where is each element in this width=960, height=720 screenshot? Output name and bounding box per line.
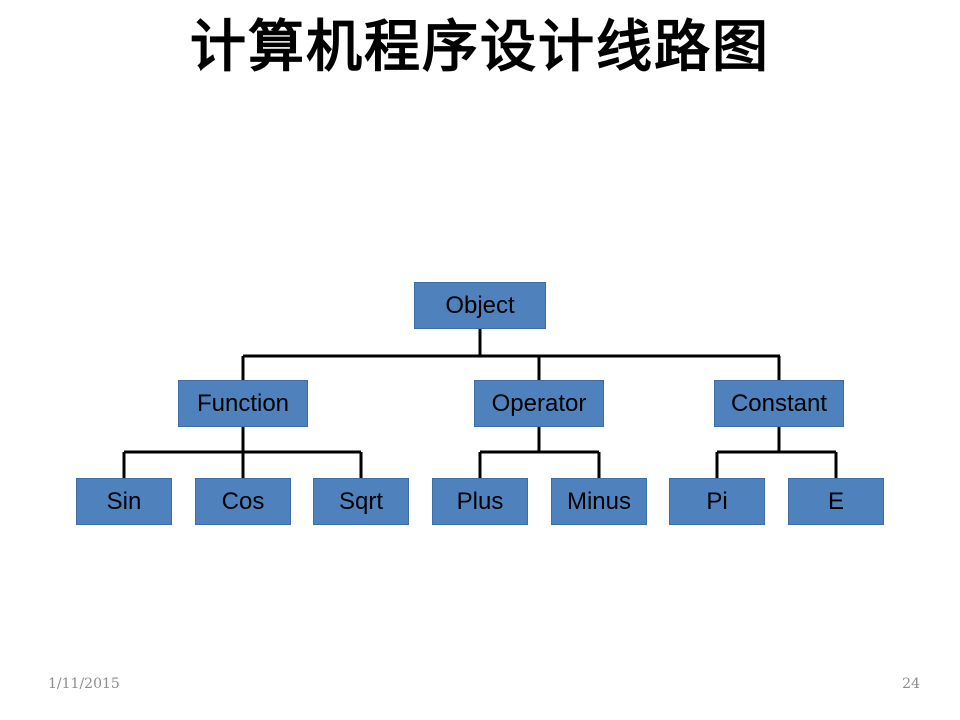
node-sqrt[interactable]: Sqrt [313,478,409,525]
node-plus[interactable]: Plus [432,478,528,525]
page-title: 计算机程序设计线路图 [190,14,770,80]
node-function[interactable]: Function [178,380,308,427]
footer-date: 1/11/2015 [48,676,120,692]
node-operator[interactable]: Operator [474,380,604,427]
node-pi-label: Pi [706,487,728,515]
node-sqrt-label: Sqrt [338,487,383,515]
node-minus-label: Minus [566,487,632,515]
node-minus[interactable]: Minus [551,478,647,525]
node-sin-label: Sin [106,487,142,515]
node-e[interactable]: E [788,478,884,525]
node-cos-label: Cos [221,487,265,515]
node-object-label: Object [445,291,515,319]
node-pi[interactable]: Pi [669,478,765,525]
node-object[interactable]: Object [414,282,546,329]
footer-page-number: 24 [902,676,920,692]
node-constant-label: Constant [730,389,828,417]
node-constant[interactable]: Constant [714,380,844,427]
node-operator-label: Operator [491,389,587,417]
node-e-label: E [827,487,844,515]
node-cos[interactable]: Cos [195,478,291,525]
node-plus-label: Plus [456,487,504,515]
node-sin[interactable]: Sin [76,478,172,525]
node-function-label: Function [196,389,290,417]
